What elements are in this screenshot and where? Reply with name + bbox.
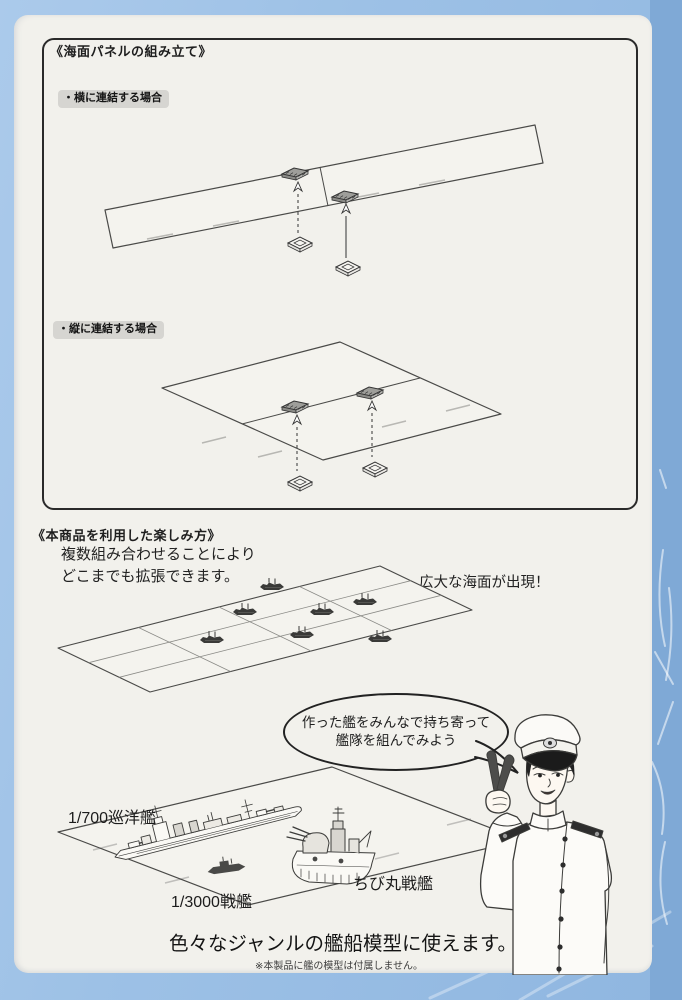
- assembly-section-title: 《海面パネルの組み立て》: [50, 44, 213, 59]
- joint-clip-icon: [287, 475, 313, 492]
- panel-grid-illustration: [57, 565, 473, 693]
- small-battleship-illustration: [207, 856, 246, 875]
- horizontal-join-label: ・横に連結する場合: [58, 90, 169, 109]
- enjoy-section-title: 《本商品を利用した楽しみ方》: [32, 528, 222, 543]
- footer-note: ※本製品に艦の模型は付属しません。: [254, 961, 424, 972]
- bag-edge-strip: [650, 0, 682, 1000]
- speech-bubble-line1: 作った艦をみんなで持ち寄って: [301, 715, 491, 730]
- chibimaru-illustration: [286, 806, 376, 885]
- footer-caption: 色々なジャンルの艦船模型に使えます。: [168, 933, 518, 955]
- chibimaru-label: ちび丸戦艦: [353, 876, 434, 893]
- cruiser-illustration: [114, 799, 302, 860]
- officer-character-illustration: [479, 714, 613, 975]
- joint-clip-icon: [362, 461, 388, 478]
- joint-clip-icon: [287, 236, 313, 253]
- expand-caption-line2: どこまでも拡張できます。: [61, 568, 240, 585]
- speech-bubble: 作った艦をみんなで持ち寄って 艦隊を組んでみよう: [283, 693, 509, 771]
- assembly-section-box: [42, 38, 638, 510]
- expand-caption: 複数組み合わせることにより どこまでも拡張できます。: [61, 544, 256, 588]
- expand-caption-line1: 複数組み合わせることにより: [61, 546, 256, 563]
- insert-arrow-icon: [341, 203, 351, 214]
- vertical-join-label: ・縦に連結する場合: [53, 321, 164, 340]
- battleship-label: 1/3000戦艦: [171, 894, 252, 911]
- cruiser-label: 1/700巡洋艦: [68, 810, 157, 827]
- display-panel-illustration: [57, 766, 523, 906]
- fleet-ship-icon: [259, 577, 285, 591]
- speech-bubble-line2: 艦隊を組んでみよう: [335, 733, 457, 748]
- vertical-join-diagram: [161, 341, 502, 492]
- horizontal-join-diagram: [104, 124, 544, 277]
- instruction-sheet: 《海面パネルの組み立て》 ・横に連結する場合 ・縦に連結する場合 《本商品を利用…: [14, 15, 652, 975]
- joint-clip-icon: [335, 260, 361, 277]
- vast-sea-caption: 広大な海面が出現！: [419, 575, 550, 591]
